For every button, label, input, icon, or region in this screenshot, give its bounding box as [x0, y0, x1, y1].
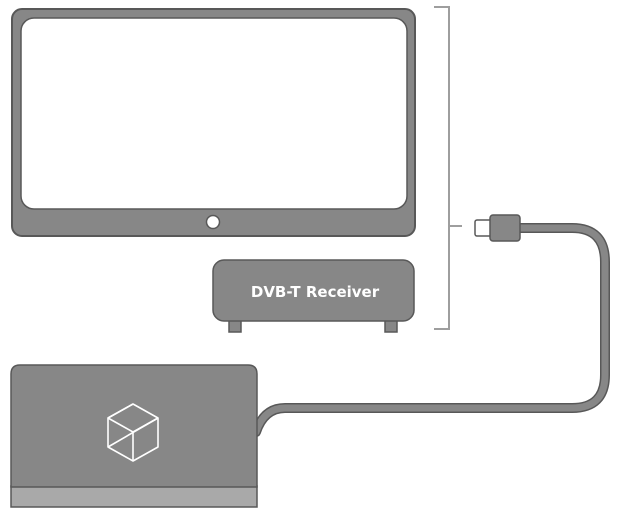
- power-button-icon: [205, 214, 221, 230]
- cable: [251, 223, 610, 437]
- tv-screen: [20, 17, 408, 210]
- cable-core: [252, 224, 609, 436]
- receiver-body: [212, 259, 415, 322]
- television: [11, 8, 416, 237]
- receiver-label: DVB-T Receiver: [251, 283, 380, 301]
- grouping-bracket: [434, 6, 462, 330]
- plug-body: [489, 214, 521, 242]
- hub-device: [10, 364, 258, 508]
- hub-base: [10, 485, 258, 508]
- dvbt-receiver: DVB-T Receiver: [212, 259, 415, 333]
- cube-icon: [107, 403, 159, 462]
- usb-plug-icon: [474, 214, 521, 242]
- hub-body: [10, 364, 258, 488]
